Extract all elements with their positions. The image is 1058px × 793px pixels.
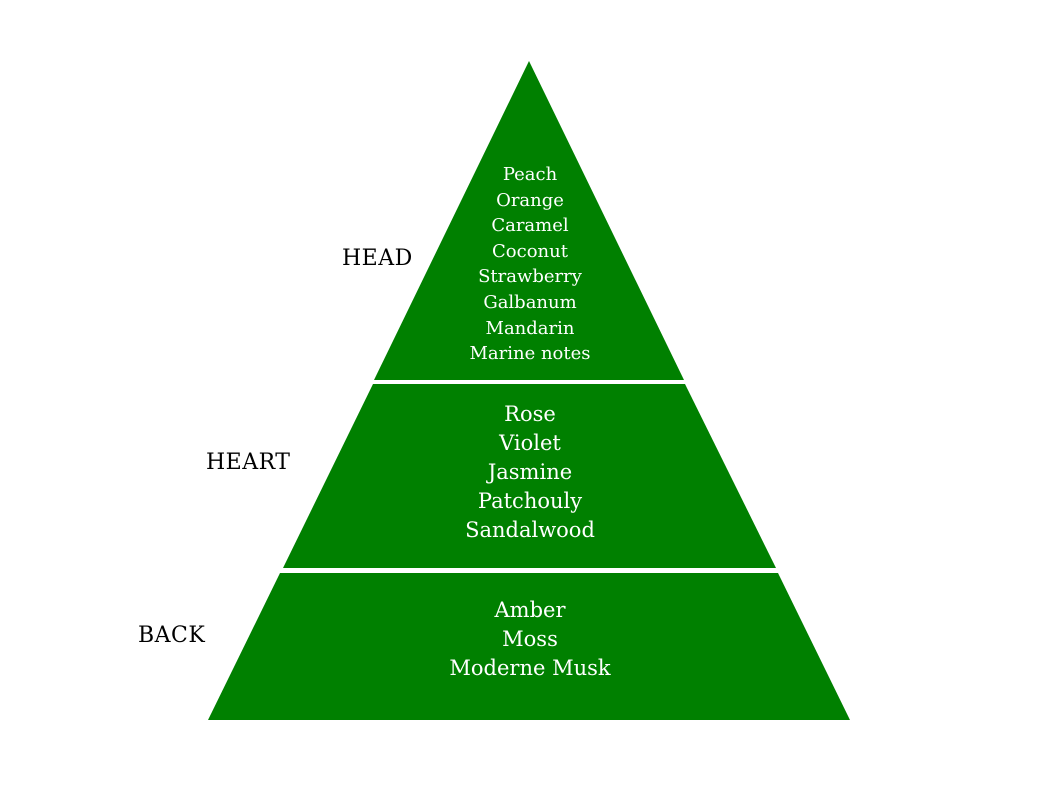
note-item: Coconut	[492, 240, 568, 262]
note-item: Moss	[502, 627, 558, 651]
back-notes-list: Amber Moss Moderne Musk	[380, 596, 680, 683]
note-item: Peach	[502, 164, 558, 185]
note-item: Rose	[504, 402, 556, 426]
note-item: Strawberry	[478, 266, 582, 288]
head-label: HEAD	[342, 246, 413, 271]
note-item: Violet	[499, 431, 561, 455]
back-tier	[208, 573, 850, 720]
note-item: Mandarin	[485, 317, 575, 339]
note-item: Patchouly	[477, 489, 583, 513]
head-notes-list: Peach Orange Caramel Coconut Strawberry …	[380, 162, 680, 367]
heart-notes-list: Rose Violet Jasmine Patchouly Sandalwood	[380, 400, 680, 545]
note-item: Marine notes	[469, 343, 591, 365]
note-item: Jasmine	[487, 460, 573, 484]
heart-tier	[283, 384, 776, 568]
note-item: Caramel	[491, 215, 569, 237]
back-label: BACK	[138, 623, 206, 648]
note-item: Amber	[494, 598, 566, 622]
note-item: Sandalwood	[465, 518, 595, 542]
heart-label: HEART	[206, 450, 291, 475]
note-item: Moderne Musk	[449, 656, 611, 680]
note-item: Galbanum	[483, 291, 577, 313]
head-tier	[374, 61, 684, 380]
note-item: Orange	[496, 189, 564, 211]
